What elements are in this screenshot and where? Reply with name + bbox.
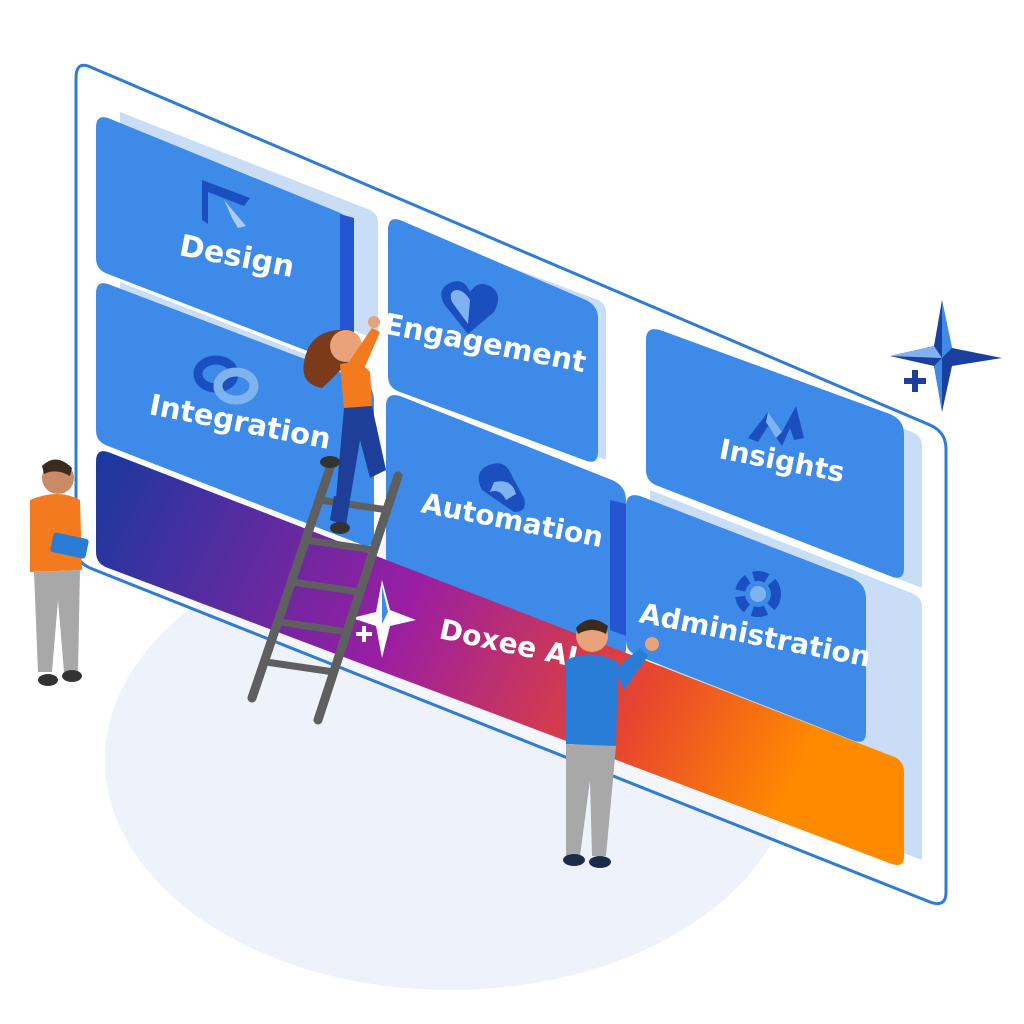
gear-icon	[735, 571, 781, 617]
cursor-icon	[202, 180, 250, 228]
sparkle-icon	[352, 580, 416, 658]
ladder	[247, 463, 403, 725]
module-insights[interactable]: Insights	[646, 329, 904, 578]
module-administration[interactable]: Administration	[626, 495, 874, 742]
module-tiles: Design Engagement Insights	[96, 117, 904, 742]
divider	[340, 214, 354, 342]
man-with-tablet	[30, 459, 89, 686]
sparkle-logo-icon	[890, 300, 1002, 412]
module-engagement[interactable]: Engagement	[381, 219, 598, 462]
woman-on-ladder	[303, 316, 386, 534]
divider	[610, 500, 626, 636]
chart-icon	[748, 406, 804, 446]
link-icon	[193, 355, 259, 405]
heart-icon	[441, 281, 499, 334]
module-design[interactable]: Design	[96, 117, 352, 364]
loop-icon	[478, 463, 525, 512]
man-pointing	[563, 619, 659, 868]
module-integration[interactable]: Integration	[96, 283, 374, 546]
